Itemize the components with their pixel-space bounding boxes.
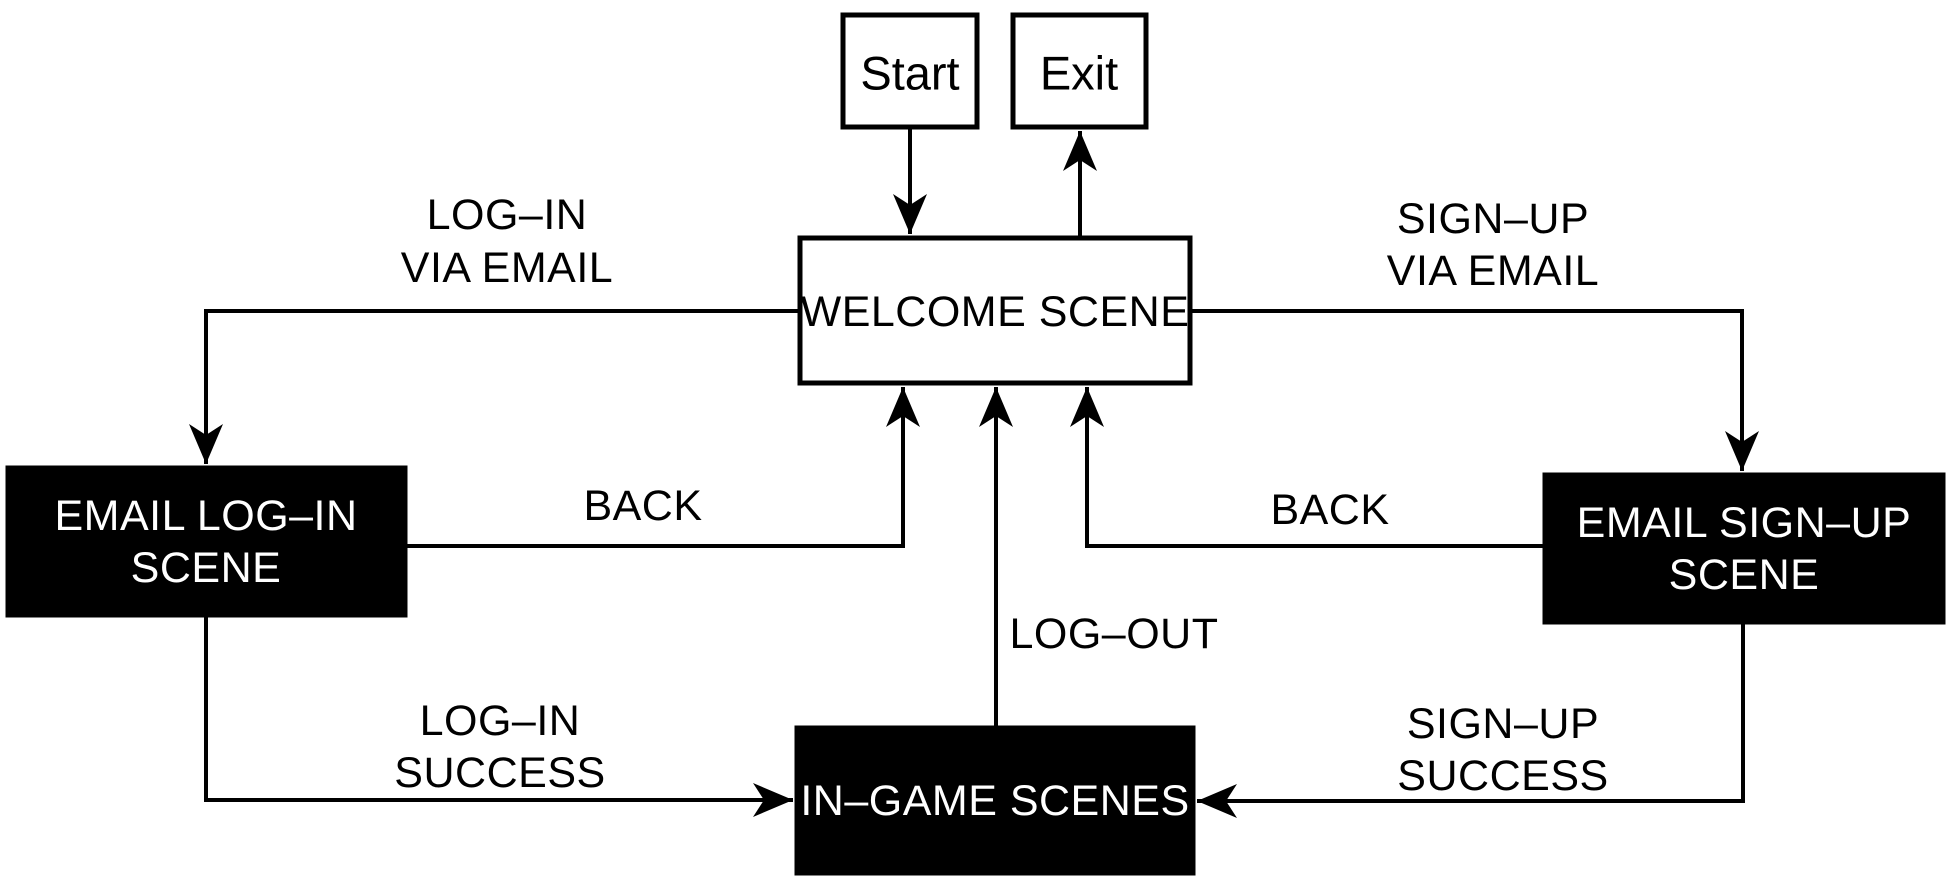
email-login-scene-label-line2: SCENE [131,544,282,592]
login-success-label-line1: LOG–IN [420,697,581,745]
edges [189,127,1759,818]
logout-label: LOG–OUT [1010,610,1219,658]
edge-welcome-to-email-signup [1190,309,1759,471]
email-login-scene-label-line1: EMAIL LOG–IN [54,492,357,540]
signup-success-label-line1: SIGN–UP [1407,700,1599,748]
node-exit: Exit [1010,12,1149,130]
back-left-label: BACK [583,482,702,530]
node-in-game-scenes: IN–GAME SCENES [794,725,1196,876]
edge-email-login-to-in-game [204,615,793,817]
in-game-scenes-label: IN–GAME SCENES [800,777,1189,825]
exit-label: Exit [1040,47,1118,100]
in-game-scenes-box [794,725,1196,876]
exit-box [1010,12,1149,130]
welcome-scene-box [797,235,1193,386]
node-start: Start [840,12,980,130]
email-signup-scene-box [1542,472,1946,625]
edge-email-signup-to-in-game [1197,622,1745,818]
edge-labels: LOG–IN VIA EMAIL SIGN–UP VIA EMAIL BACK … [394,191,1608,800]
welcome-scene-label: WELCOME SCENE [801,288,1190,336]
edge-email-login-back-to-welcome [405,387,920,548]
node-welcome-scene: WELCOME SCENE [797,235,1193,386]
email-login-scene-box [5,465,408,618]
signup-via-email-label-line2: VIA EMAIL [1387,247,1599,295]
back-right-label: BACK [1270,486,1389,534]
email-signup-scene-label-line2: SCENE [1669,551,1820,599]
email-signup-scene-label-line1: EMAIL SIGN–UP [1577,499,1912,547]
node-email-login-scene: EMAIL LOG–IN SCENE [5,465,408,618]
login-via-email-label-line1: LOG–IN [427,191,588,239]
signup-via-email-label-line1: SIGN–UP [1397,195,1589,243]
start-box [840,12,980,130]
login-success-label-line2: SUCCESS [394,749,605,797]
signup-success-label-line2: SUCCESS [1397,752,1608,800]
start-label: Start [860,47,959,100]
login-via-email-label-line2: VIA EMAIL [401,244,613,292]
node-email-signup-scene: EMAIL SIGN–UP SCENE [1542,472,1946,625]
edge-welcome-to-email-login [189,309,800,464]
edge-email-signup-back-to-welcome [1070,387,1545,548]
